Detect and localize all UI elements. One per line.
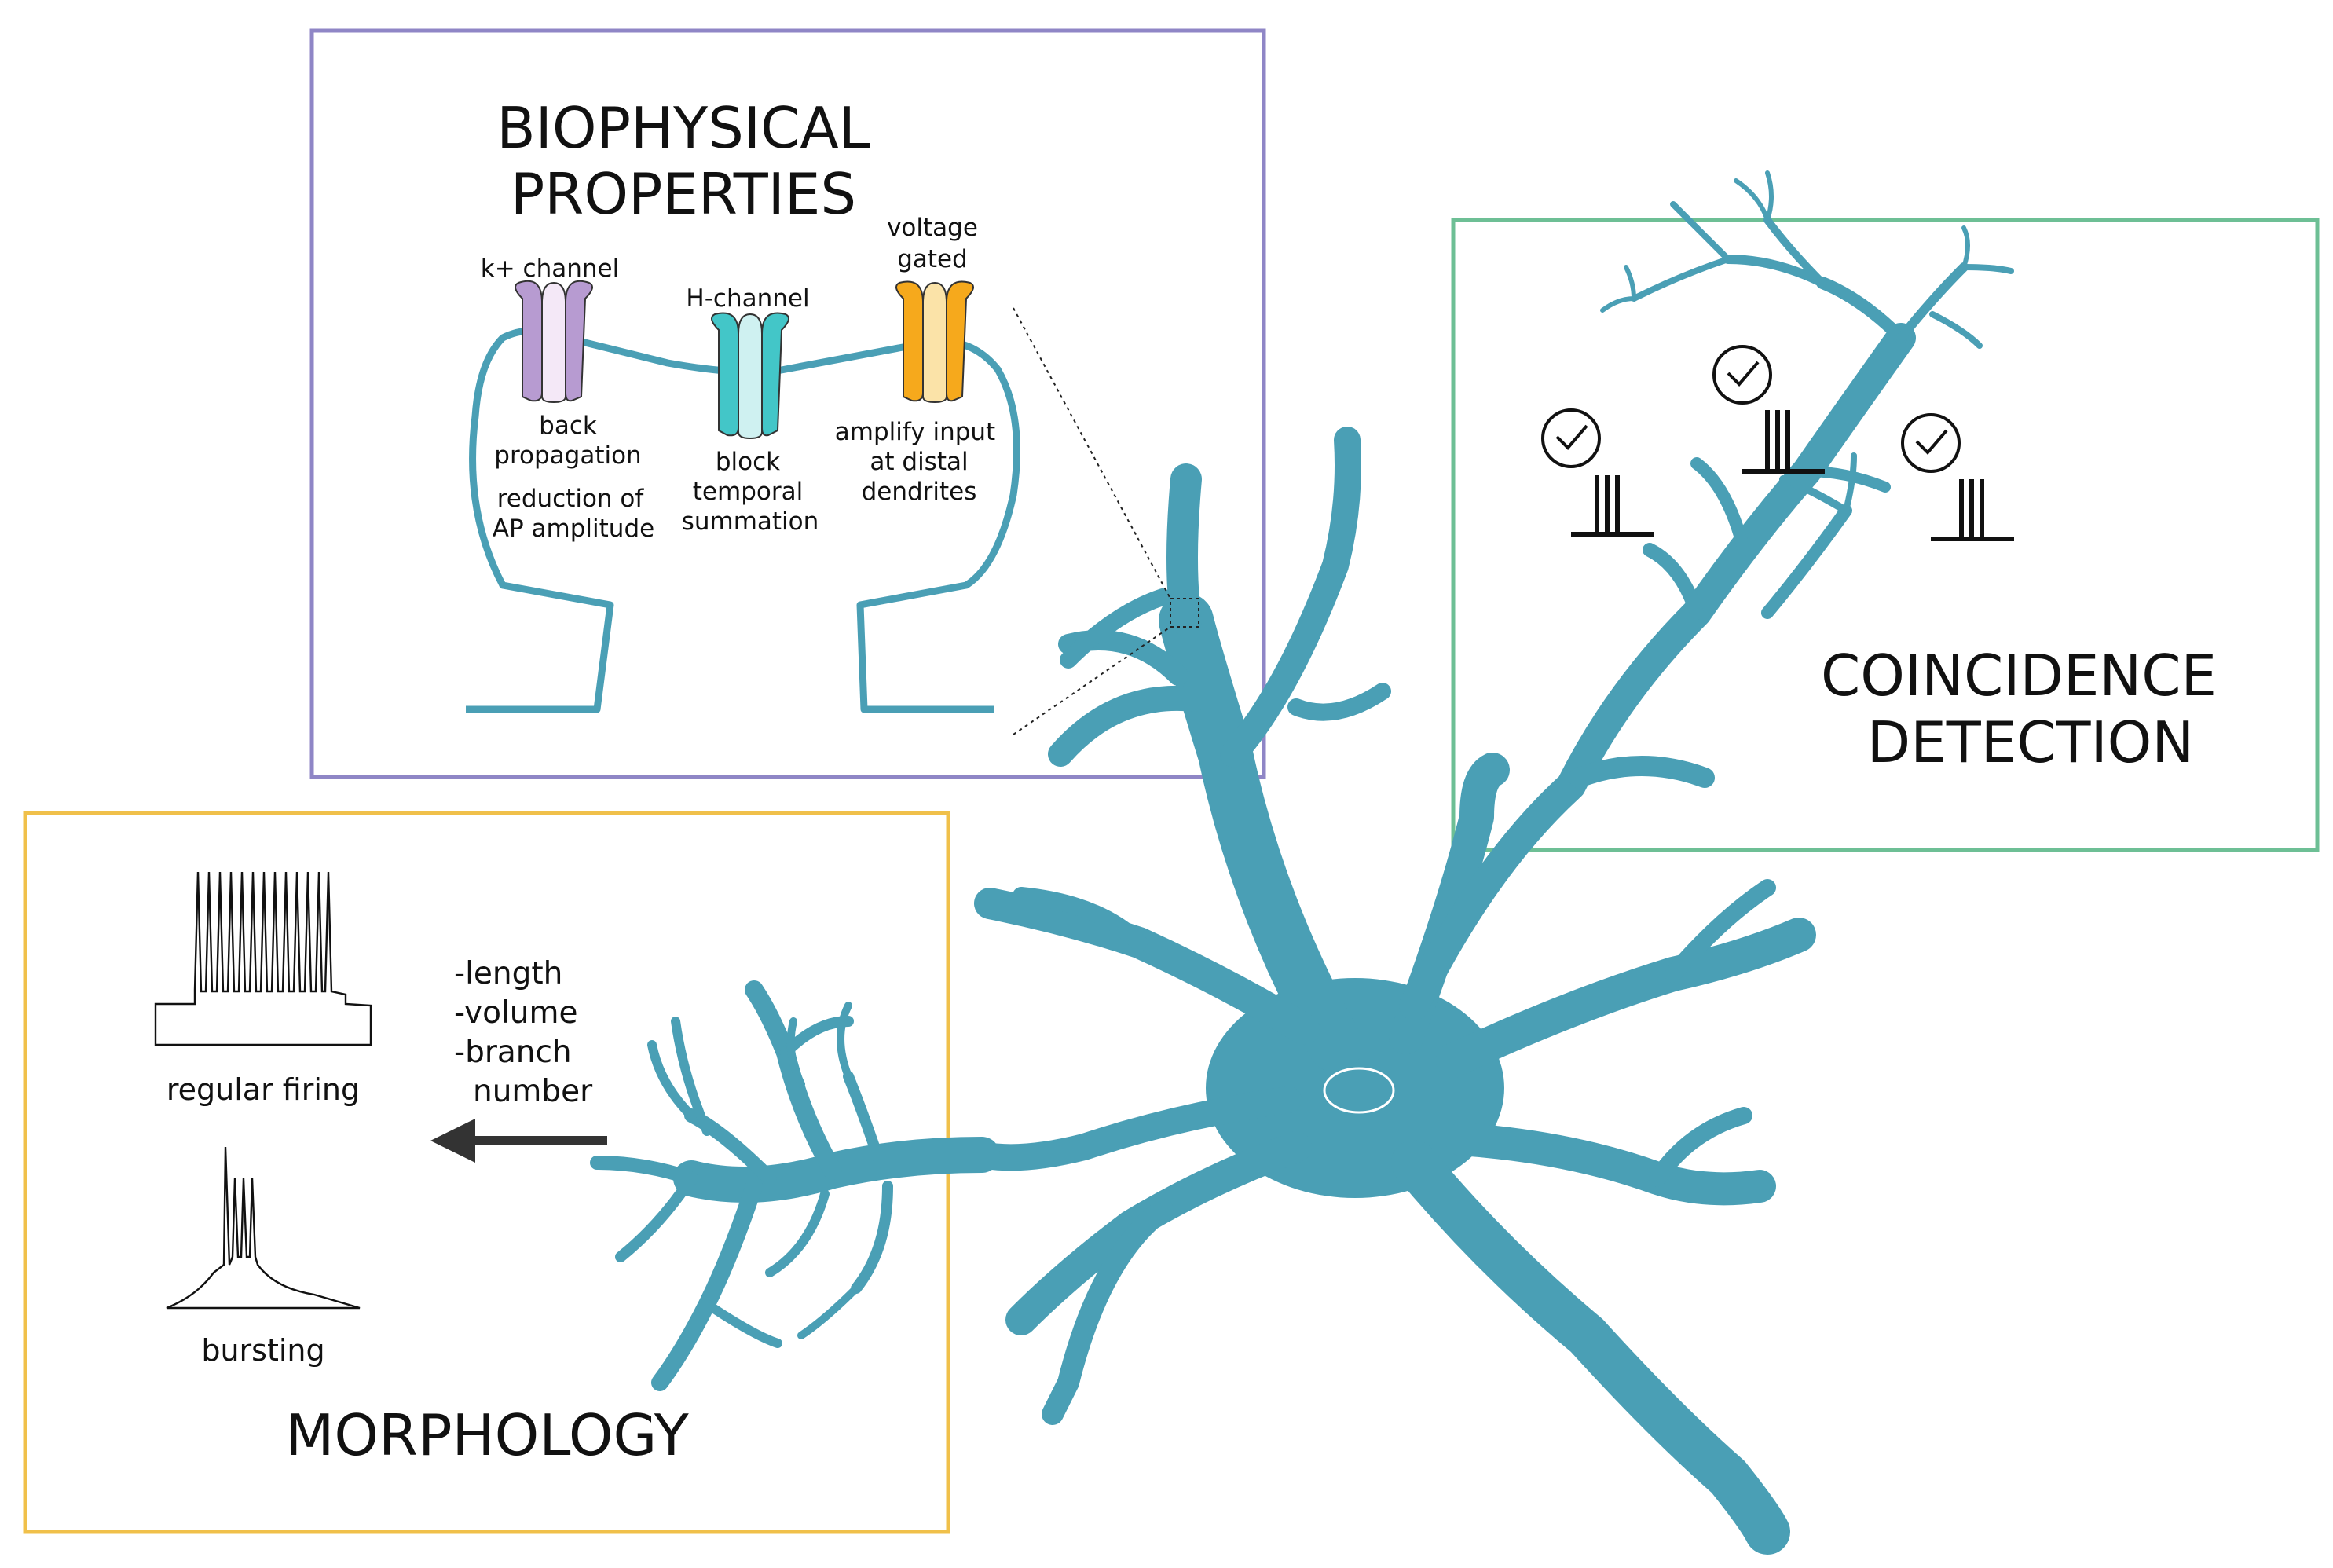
k-channel-label: k+ channel	[481, 255, 619, 283]
morphology-feature: number	[473, 1074, 593, 1109]
clock-icon	[1541, 408, 1601, 468]
morphology-feature: -length	[454, 956, 562, 991]
h-channel-effect: summation	[682, 507, 819, 536]
k-channel-effect: propagation	[494, 441, 641, 470]
morphology-feature: -volume	[454, 995, 578, 1031]
voltage-gated-label: voltage	[887, 214, 978, 242]
zoom-inset	[1170, 598, 1199, 628]
voltage-gated-effect: at distal	[870, 448, 968, 476]
biophysical-title: PROPERTIES	[511, 161, 856, 227]
voltage-gated-channel	[895, 280, 974, 404]
h-channel-label: H-channel	[686, 284, 809, 313]
regular-firing-label: regular firing	[167, 1072, 360, 1107]
morphology-title: MORPHOLOGY	[285, 1402, 689, 1468]
spike-raster	[1742, 410, 1825, 474]
k-channel-effect: AP amplitude	[493, 515, 654, 543]
h-channel-effect: temporal	[693, 478, 803, 506]
h-channel	[711, 312, 789, 440]
bursting-label: bursting	[201, 1333, 324, 1368]
biophysical-title: BIOPHYSICAL	[496, 95, 870, 161]
clock-icon	[1712, 345, 1772, 405]
k-channel	[515, 280, 593, 404]
morphology-feature: -branch	[454, 1035, 572, 1070]
coincidence-panel	[1451, 218, 2320, 852]
biophysical-panel	[309, 28, 1266, 779]
h-channel-effect: block	[716, 448, 780, 476]
voltage-gated-effect: dendrites	[862, 478, 977, 506]
clock-icon	[1901, 413, 1961, 473]
bursting-trace	[166, 1146, 361, 1310]
arrow-left-icon	[430, 1119, 607, 1163]
voltage-gated-label: gated	[897, 245, 968, 273]
spike-raster	[1931, 479, 2014, 541]
spike-raster	[1571, 475, 1654, 537]
neuron-nucleus	[1323, 1067, 1395, 1114]
k-channel-effect: reduction of	[497, 485, 645, 513]
k-channel-effect: back	[539, 412, 597, 440]
voltage-gated-effect: amplify input	[835, 418, 995, 446]
coincidence-title: DETECTION	[1867, 709, 2194, 775]
zoom-line	[1013, 307, 1171, 599]
regular-firing-trace	[154, 871, 372, 1046]
coincidence-title: COINCIDENCE	[1821, 643, 2217, 709]
neuron	[590, 170, 2014, 1555]
